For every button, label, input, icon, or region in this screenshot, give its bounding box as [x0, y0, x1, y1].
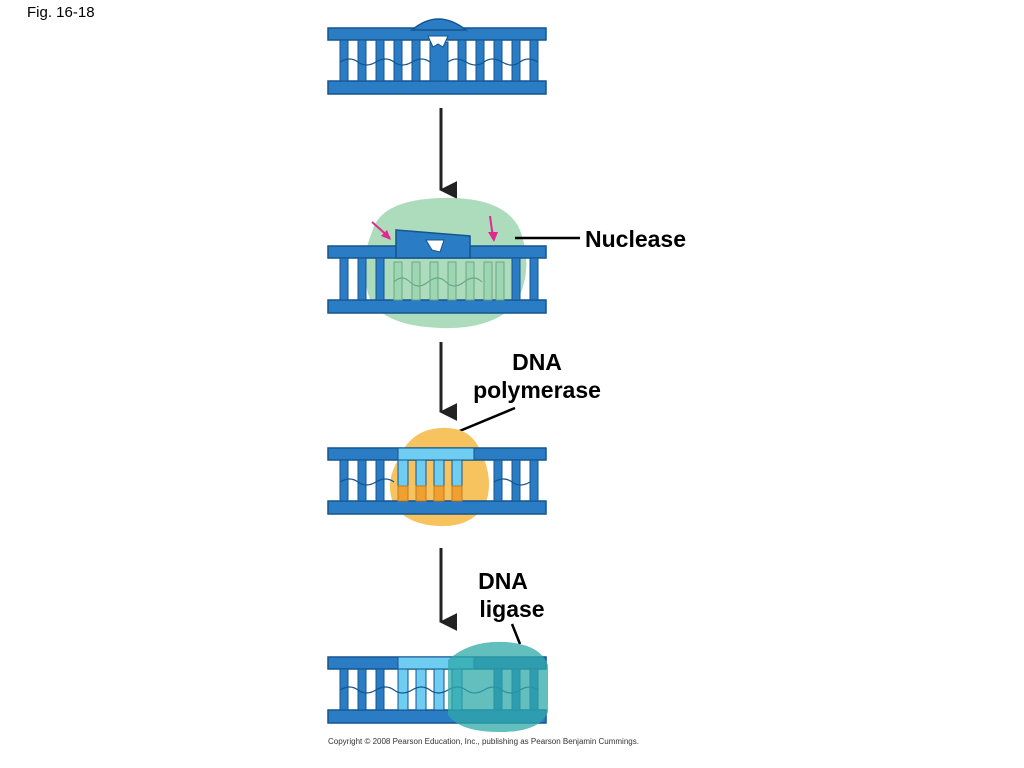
nuclease-label: Nuclease — [585, 226, 686, 252]
ligase-leader-line — [510, 623, 522, 645]
ligase-step — [327, 641, 548, 732]
polymerase-leader-line — [449, 406, 516, 437]
dna-polymerase-label-line1: DNA — [512, 349, 562, 375]
thymine-dimer — [427, 35, 449, 48]
dna-polymerase-label-line2: polymerase — [473, 377, 601, 403]
nuclease-step — [327, 197, 580, 329]
dna-damaged — [327, 18, 547, 95]
dna-ligase-label-line1: DNA — [478, 568, 528, 594]
copyright-notice: Copyright © 2008 Pearson Education, Inc.… — [328, 737, 639, 746]
dna-ligase-label-line2: ligase — [479, 596, 544, 622]
ligase-enzyme — [448, 641, 548, 732]
figure-label: Fig. 16-18 — [27, 4, 95, 21]
base-pairs — [339, 39, 539, 82]
polymerase-step — [327, 427, 547, 527]
